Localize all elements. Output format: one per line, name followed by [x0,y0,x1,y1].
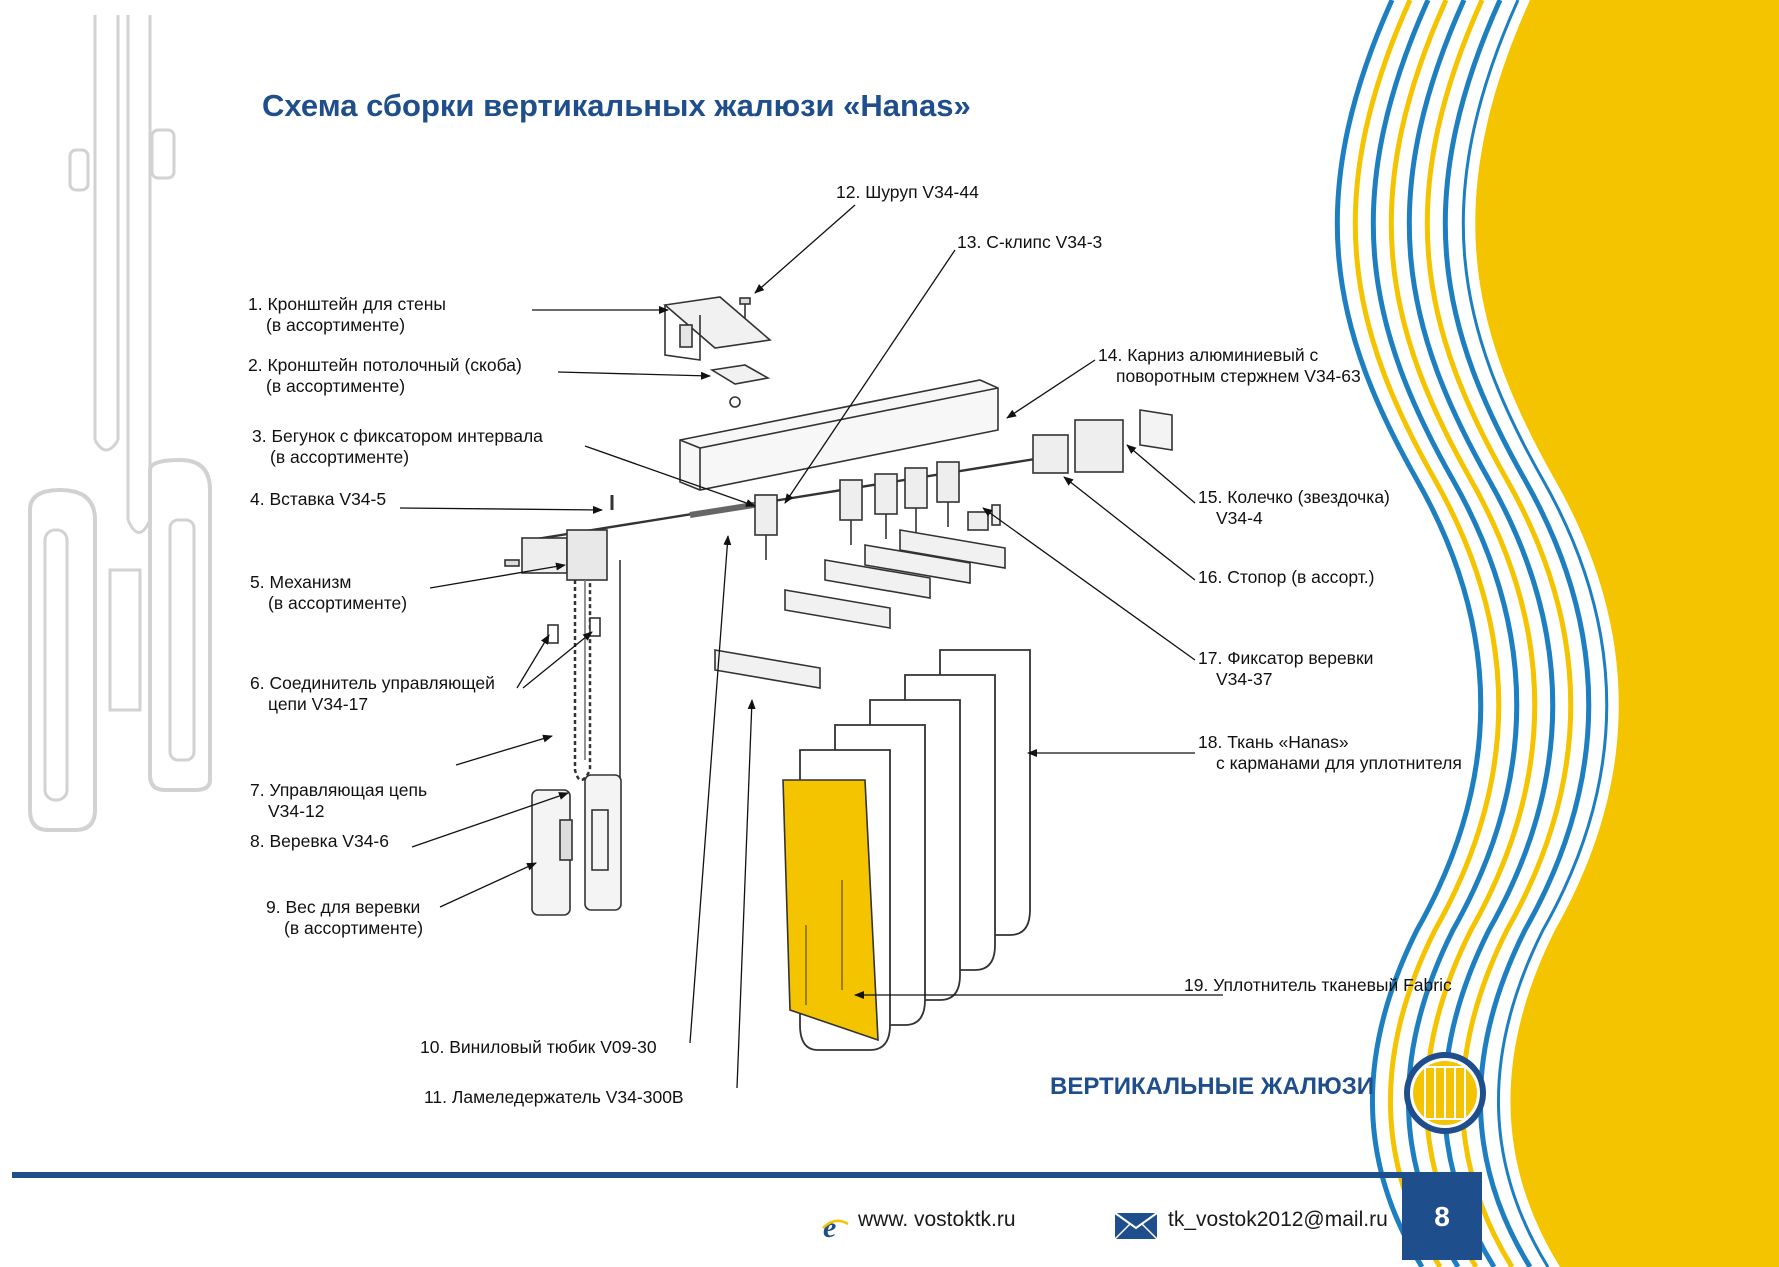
label-mechanism: 5. Механизм (в ассортименте) [250,572,408,613]
website-link[interactable]: www. vostoktk.ru [858,1208,1016,1231]
section-title: ВЕРТИКАЛЬНЫЕ ЖАЛЮЗИ [1050,1073,1374,1100]
label-control-chain: 7. Управляющая цепь V34-12 [250,780,428,821]
leader-lines [399,204,1223,1089]
label-screw: 12. Шуруп V34-44 [836,182,979,202]
label-cord: 8. Веревка V34-6 [250,831,389,851]
label-fabric: 18. Ткань «Hanas» с карманами для уплотн… [1198,732,1462,773]
label-stopper: 16. Стопор (в ассорт.) [1198,567,1375,587]
page-title: Схема сборки вертикальных жалюзи «Hanas» [262,88,971,123]
label-c-clip: 13. С-клипс V34-3 [957,232,1103,252]
svg-text:e: e [823,1212,836,1242]
email-link[interactable]: tk_vostok2012@mail.ru [1168,1208,1388,1231]
label-chain-connector: 6. Соединитель управляющей цепи V34-17 [250,673,495,714]
label-cord-weight: 9. Вес для веревки (в ассортименте) [266,897,424,938]
label-ring: 15. Колечко (звездочка) V34-4 [1198,487,1390,528]
ie-logo-icon: e [822,1212,849,1242]
label-carrier: 3. Бегунок с фиксатором интервала (в асс… [252,426,543,467]
label-insert: 4. Вставка V34-5 [250,489,387,509]
label-vinyl-tube: 10. Виниловый тюбик V09-30 [420,1037,657,1057]
label-fabric-stiffener: 19. Уплотнитель тканевый Fabric [1184,975,1452,995]
label-vane-holder: 11. Ламеледержатель V34-300B [424,1087,684,1107]
blind-components [504,296,1173,1051]
decorative-waves [1334,0,1779,1267]
background-sketch [28,15,212,832]
label-headrail: 14. Карниз алюминиевый с поворотным стер… [1098,345,1361,386]
page-number: 8 [1402,1174,1482,1260]
label-cord-lock: 17. Фиксатор веревки V34-37 [1198,648,1374,689]
vertical-blinds-icon [1404,1052,1486,1134]
envelope-icon [1114,1212,1158,1240]
label-ceiling-bracket: 2. Кронштейн потолочный (скоба) (в ассор… [248,355,522,396]
label-wall-bracket: 1. Кронштейн для стены (в ассортименте) [248,294,447,335]
footer-divider [12,1172,1482,1178]
